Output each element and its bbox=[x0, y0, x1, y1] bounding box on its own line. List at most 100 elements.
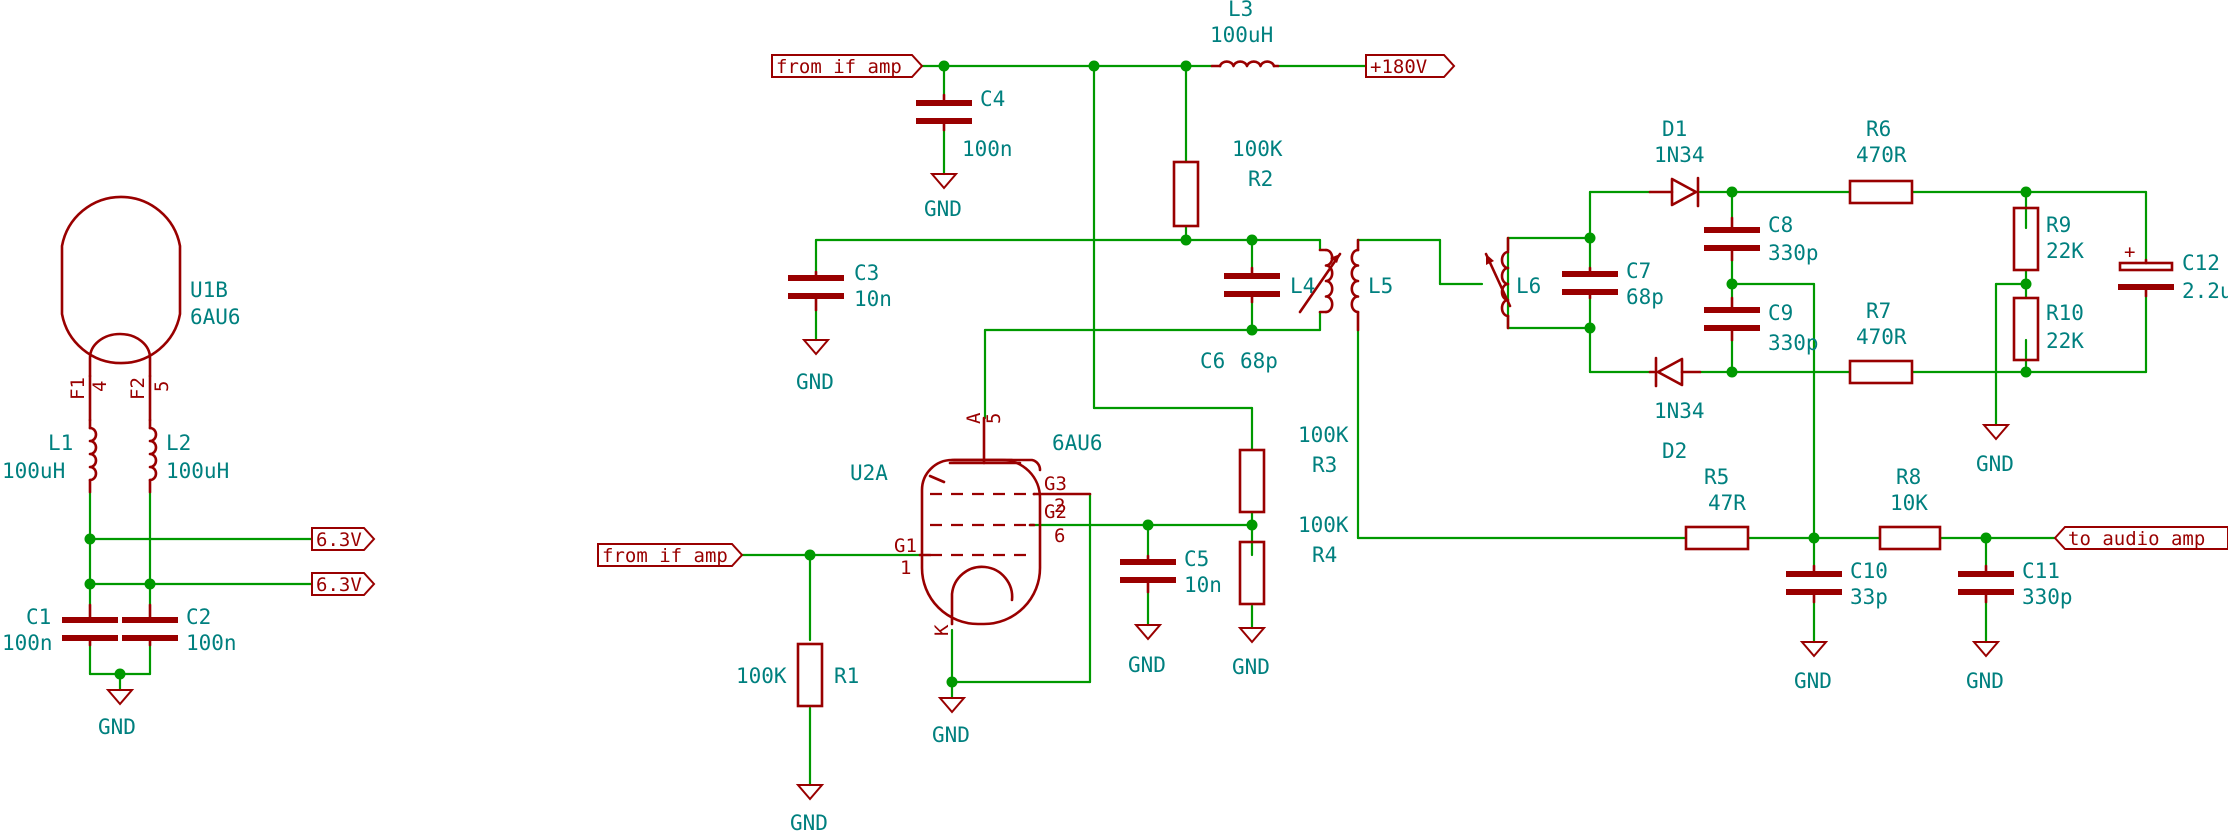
junction bbox=[1180, 60, 1192, 72]
u2a-pin-g1: G1 bbox=[894, 535, 917, 557]
gnd-label: GND bbox=[98, 715, 136, 739]
junction bbox=[1246, 324, 1258, 336]
inductor-l2: L2 100uH bbox=[148, 418, 229, 494]
junction bbox=[1980, 532, 1992, 544]
c6-ref: C6 bbox=[1200, 349, 1225, 373]
capacitor-c10: C10 33p bbox=[1786, 559, 1888, 609]
resistor-r5: R5 47R bbox=[1684, 465, 1750, 551]
d1-ref: D1 bbox=[1662, 117, 1687, 141]
u1b-value: 6AU6 bbox=[190, 305, 241, 329]
c10-ref: C10 bbox=[1850, 559, 1888, 583]
junction bbox=[1726, 278, 1738, 290]
r4-value: 100K bbox=[1298, 513, 1349, 537]
capacitor-c11: C11 330p bbox=[1958, 559, 2073, 609]
l2-value: 100uH bbox=[166, 459, 229, 483]
c9-ref: C9 bbox=[1768, 301, 1793, 325]
c3-ref: C3 bbox=[854, 261, 879, 285]
resistor-r4: 100K R4 bbox=[1238, 513, 1349, 606]
capacitor-c5: C5 10n bbox=[1120, 547, 1222, 597]
junction bbox=[2020, 186, 2032, 198]
gnd-label: GND bbox=[796, 370, 834, 394]
gnd-label: GND bbox=[790, 811, 828, 832]
c1-value: 100n bbox=[2, 631, 53, 655]
diode-d1: D1 1N34 bbox=[1648, 117, 1705, 208]
resistor-r3: 100K R3 bbox=[1238, 423, 1349, 514]
c5-value: 10n bbox=[1184, 573, 1222, 597]
junction bbox=[1088, 60, 1100, 72]
resistor-r6: R6 470R bbox=[1848, 117, 1914, 205]
l1-ref: L1 bbox=[48, 431, 73, 455]
net-label-text: from_if_amp bbox=[776, 56, 902, 78]
c1-ref: C1 bbox=[26, 605, 51, 629]
u1b-ref: U1B bbox=[190, 278, 228, 302]
tube-u1b: F1 4 F2 5 U1B 6AU6 bbox=[60, 195, 241, 422]
gnd-label: GND bbox=[924, 197, 962, 221]
d2-value: 1N34 bbox=[1654, 399, 1705, 423]
gnd-label: GND bbox=[1966, 669, 2004, 693]
net-label-plus180v: +180V bbox=[1365, 54, 1456, 78]
gnd-symbol: GND bbox=[1128, 624, 1166, 677]
gnd-symbol: GND bbox=[1976, 424, 2014, 476]
junction bbox=[114, 668, 126, 680]
c2-ref: C2 bbox=[186, 605, 211, 629]
c7-value: 68p bbox=[1626, 285, 1664, 309]
inductor-l5: L5 bbox=[1350, 238, 1393, 332]
junction bbox=[84, 578, 96, 590]
u2a-ref: U2A bbox=[850, 461, 888, 485]
c4-ref: C4 bbox=[980, 87, 1005, 111]
r1-ref: R1 bbox=[834, 664, 859, 688]
net-label-6v3-b: 6.3V bbox=[311, 572, 376, 596]
net-label-to-audio-amp: to_audio_amp bbox=[2053, 526, 2228, 550]
net-label-text: 6.3V bbox=[316, 574, 362, 596]
r10-value: 22K bbox=[2046, 329, 2084, 353]
resistor-r7: R7 470R bbox=[1848, 299, 1914, 385]
junction bbox=[1180, 234, 1192, 246]
c9-value: 330p bbox=[1768, 331, 1819, 355]
resistor-r9: R9 22K bbox=[2012, 206, 2084, 272]
u1b-pin-5: 5 bbox=[151, 381, 173, 392]
c12-ref: C12 bbox=[2182, 251, 2220, 275]
net-label-6v3-a: 6.3V bbox=[311, 527, 376, 551]
d1-value: 1N34 bbox=[1654, 143, 1705, 167]
r10-ref: R10 bbox=[2046, 301, 2084, 325]
r3-ref: R3 bbox=[1312, 453, 1337, 477]
capacitor-c3: C3 10n bbox=[788, 261, 892, 312]
resistor-r2: 100K R2 bbox=[1172, 137, 1283, 228]
net-label-text: from_if_amp bbox=[602, 545, 728, 567]
r7-ref: R7 bbox=[1866, 299, 1891, 323]
r4-ref: R4 bbox=[1312, 543, 1337, 567]
capacitor-c2: C2 100n bbox=[122, 603, 237, 655]
u1b-pin-f1: F1 bbox=[67, 377, 89, 400]
d2-ref: D2 bbox=[1662, 439, 1687, 463]
net-label-text: 6.3V bbox=[316, 529, 362, 551]
l6-ref: L6 bbox=[1516, 274, 1541, 298]
inductor-l3: L3 100uH bbox=[1210, 0, 1280, 68]
c12-value: 2.2u bbox=[2182, 279, 2228, 303]
gnd-symbol: GND bbox=[98, 689, 136, 739]
capacitor-c7: C7 68p bbox=[1562, 259, 1664, 309]
u2a-pin-g3: G3 bbox=[1044, 473, 1067, 495]
c3-value: 10n bbox=[854, 287, 892, 311]
inductor-l4: L4 bbox=[1290, 248, 1342, 314]
r9-ref: R9 bbox=[2046, 213, 2071, 237]
junction bbox=[938, 60, 950, 72]
junction bbox=[946, 676, 958, 688]
gnd-label: GND bbox=[1232, 655, 1270, 679]
wires bbox=[88, 64, 2148, 787]
r5-ref: R5 bbox=[1704, 465, 1729, 489]
inductor-l6: L6 bbox=[1484, 236, 1541, 330]
u2a-pin-a: A bbox=[963, 412, 985, 424]
junction bbox=[2020, 366, 2032, 378]
r1-value: 100K bbox=[736, 664, 787, 688]
junction bbox=[1584, 322, 1596, 334]
r3-value: 100K bbox=[1298, 423, 1349, 447]
net-label-from-if-amp-left: from_if_amp bbox=[597, 543, 744, 567]
c5-ref: C5 bbox=[1184, 547, 1209, 571]
capacitor-c6: C6 68p bbox=[1200, 266, 1280, 373]
u2a-pin-a-num: 5 bbox=[983, 413, 1005, 424]
resistor-r8: R8 10K bbox=[1878, 465, 1942, 551]
r6-ref: R6 bbox=[1866, 117, 1891, 141]
capacitor-c4: C4 100n bbox=[916, 87, 1013, 161]
junction bbox=[1726, 366, 1738, 378]
